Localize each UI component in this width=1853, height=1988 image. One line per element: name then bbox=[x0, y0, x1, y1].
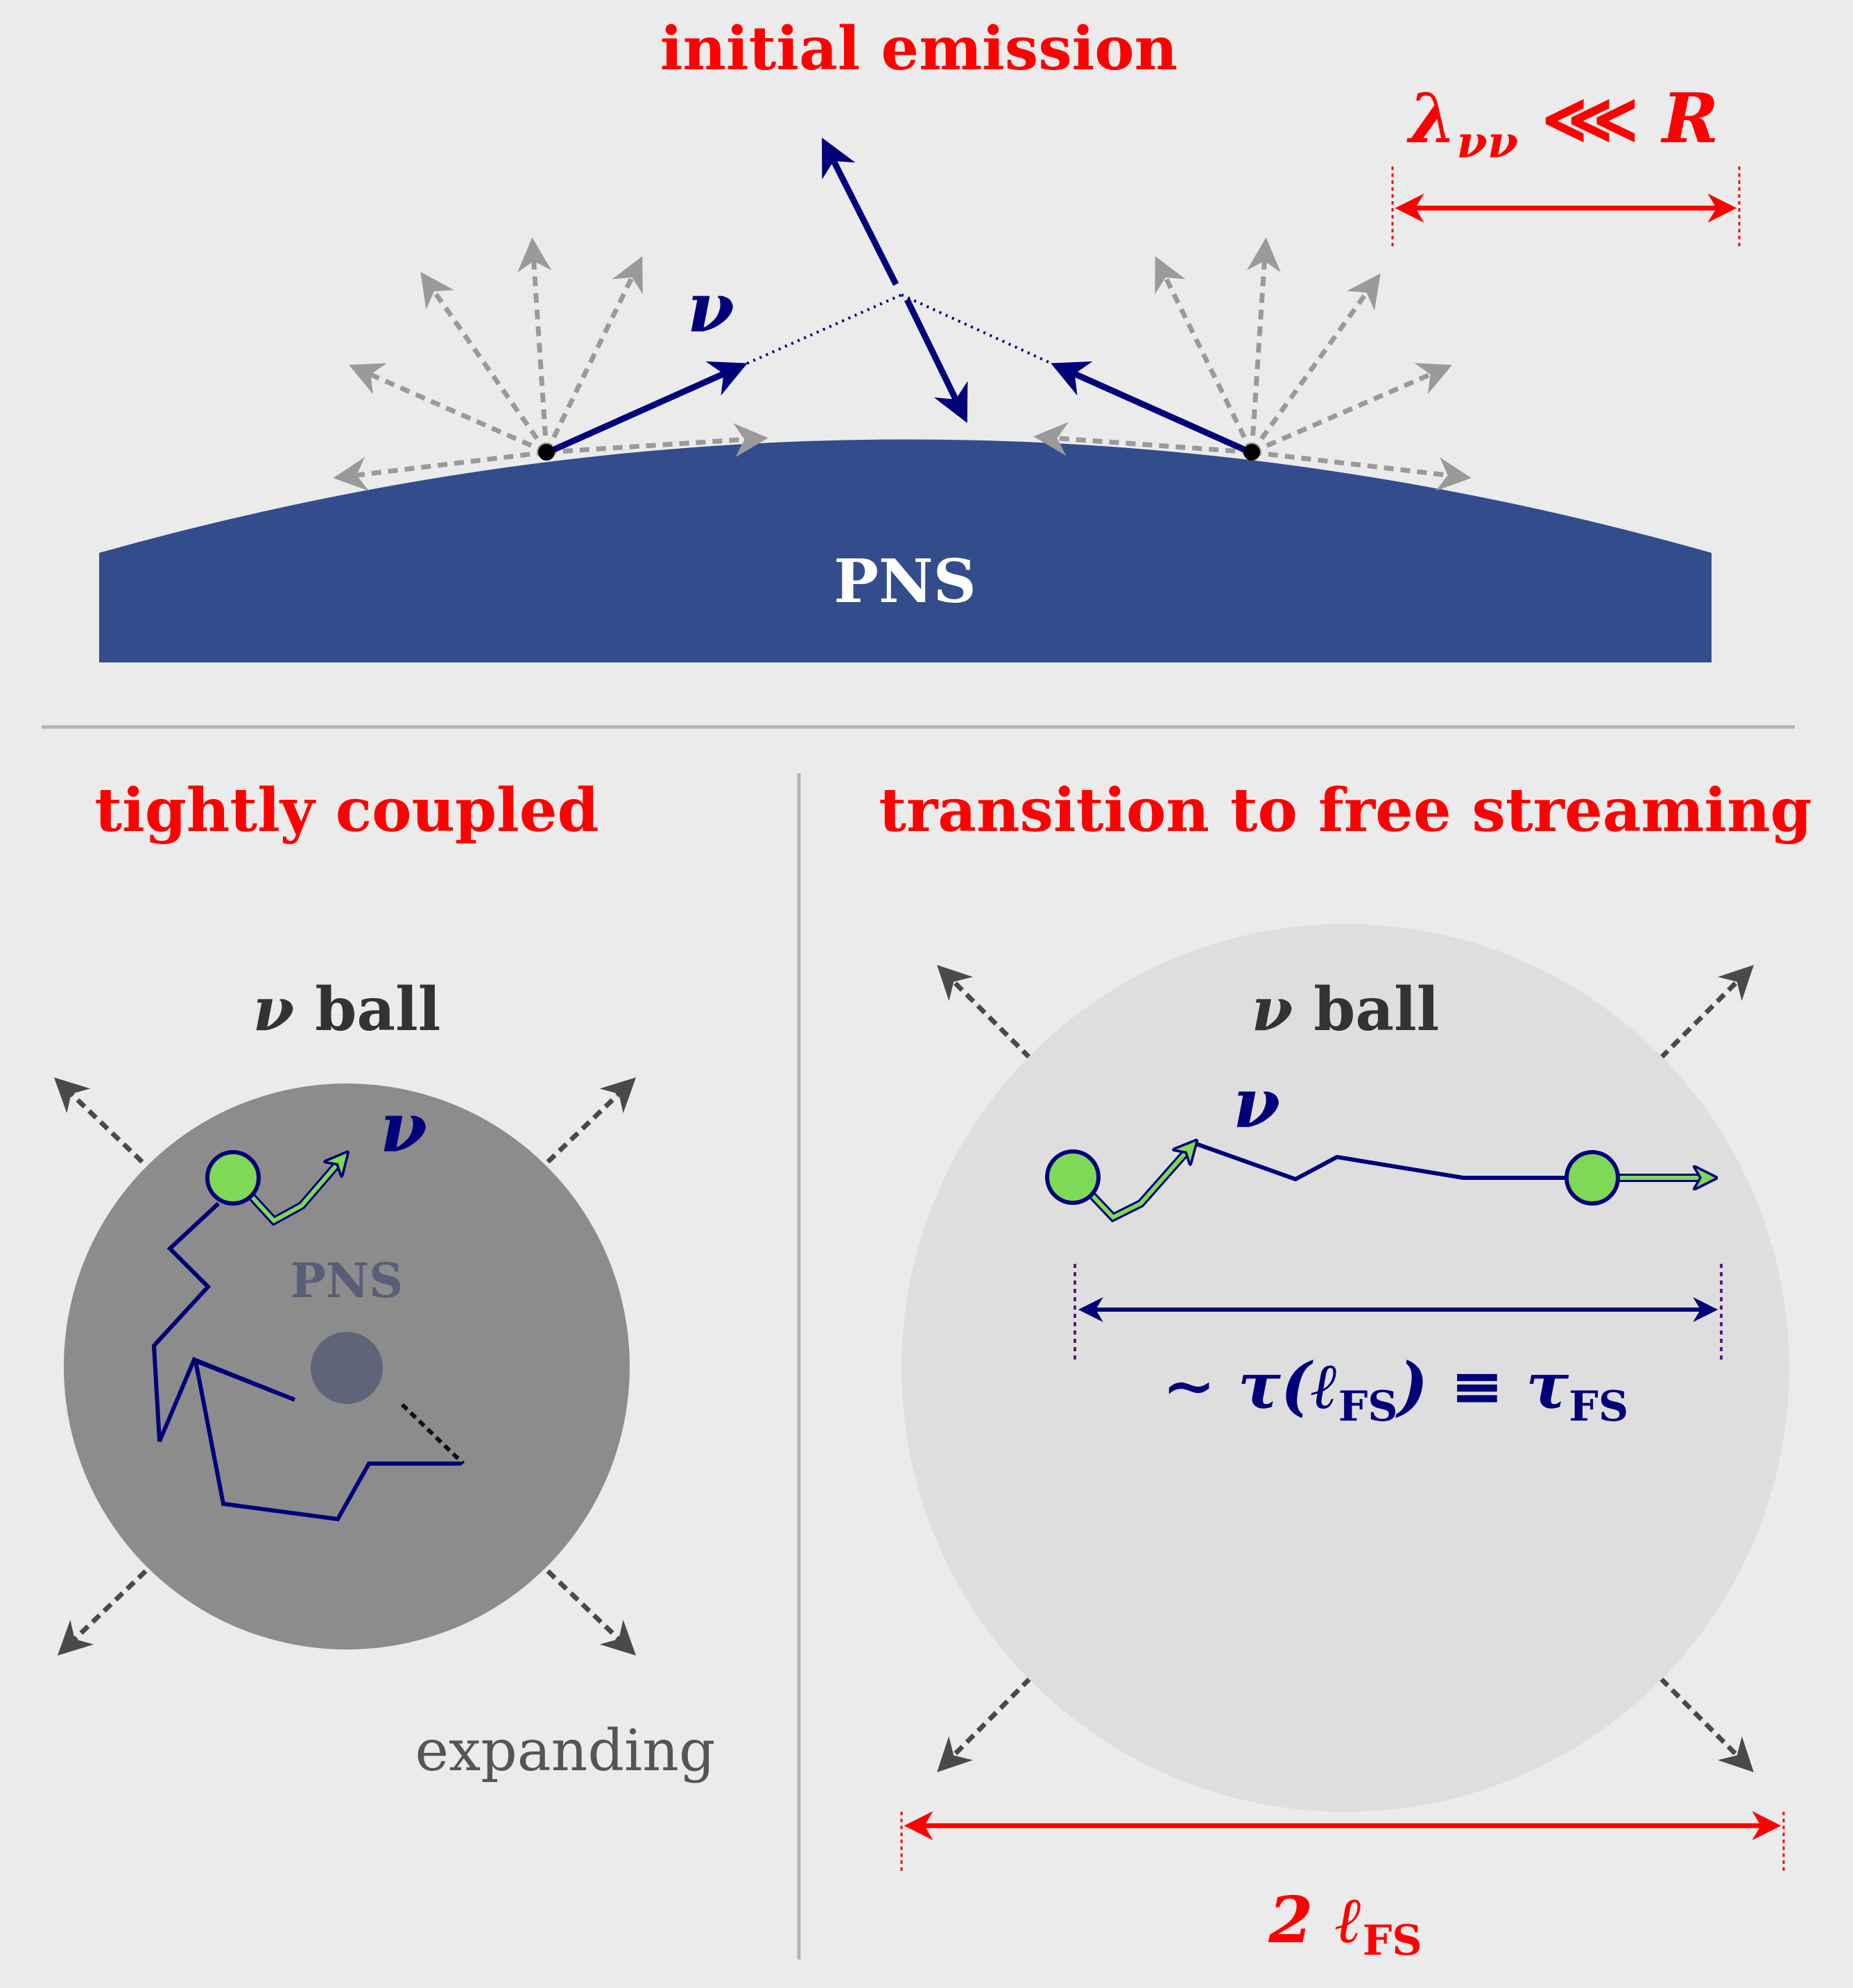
ball-nu-symbol-right: ν bbox=[1252, 975, 1293, 1045]
scattered-nu-down bbox=[904, 298, 968, 423]
nu-label-right: ν bbox=[1233, 1064, 1280, 1144]
ball-word-right: ball bbox=[1293, 975, 1439, 1045]
much-less-than: ⋘ bbox=[1518, 79, 1662, 159]
nu-label-top: ν bbox=[687, 268, 734, 348]
pns-label-top: PNS bbox=[834, 547, 976, 617]
emission-point-right bbox=[1243, 444, 1260, 461]
pns-label-left: PNS bbox=[291, 1253, 403, 1309]
tau-mid: ) ≡ τ bbox=[1395, 1348, 1569, 1423]
radius-dashed-line bbox=[400, 1403, 465, 1466]
neutrino-particle-start bbox=[1045, 1149, 1101, 1205]
nu-trajectory-right bbox=[901, 293, 1058, 368]
neutrino-particle-left bbox=[205, 1150, 261, 1206]
ball-nu-symbol-left: ν bbox=[253, 975, 295, 1045]
width-sub: FS bbox=[1363, 1917, 1422, 1965]
left-title: tightly coupled bbox=[94, 776, 598, 846]
width-prefix: 2 ℓ bbox=[1268, 1883, 1362, 1957]
pns-surface bbox=[99, 439, 1712, 662]
green-arrow-right-a-fill bbox=[1071, 1143, 1194, 1220]
emission-point-left bbox=[538, 444, 555, 461]
nu-arrow-right bbox=[1051, 361, 1252, 456]
green-arrow-left-fill bbox=[234, 1155, 345, 1224]
nu-ball-label-right: ν ball bbox=[1252, 975, 1440, 1045]
expansion-arrows-left bbox=[53, 1077, 637, 1656]
tau-fs-label: ∼ τ(ℓFS) ≡ τFS bbox=[1162, 1348, 1628, 1431]
mean-free-path-label: λνν ⋘ R bbox=[1406, 79, 1719, 169]
tau-sub-1: FS bbox=[1338, 1382, 1398, 1431]
lambda-symbol: λ bbox=[1406, 79, 1457, 159]
random-walk-path bbox=[151, 1201, 461, 1522]
tau-sub-2: FS bbox=[1569, 1382, 1628, 1431]
top-panel: initial emission λνν ⋘ R PNS bbox=[99, 14, 1741, 662]
neutrino-particle-end bbox=[1565, 1150, 1620, 1206]
width-label: 2 ℓFS bbox=[1268, 1883, 1422, 1965]
nu-label-left: ν bbox=[380, 1088, 427, 1168]
nu-ball-diffuse bbox=[902, 924, 1789, 1812]
nu-trajectory-left bbox=[740, 293, 902, 368]
free-streaming-path bbox=[1193, 1141, 1573, 1182]
tau-prefix: ∼ τ(ℓ bbox=[1162, 1348, 1338, 1423]
radius-symbol: R bbox=[1660, 79, 1718, 159]
right-title: transition to free streaming bbox=[879, 776, 1812, 846]
emission-fan-right bbox=[1033, 237, 1472, 491]
ball-word-left: ball bbox=[294, 975, 440, 1045]
left-panel: tightly coupled ν ball PNS ν expanding bbox=[53, 776, 716, 1784]
nu-ball-label-left: ν ball bbox=[253, 975, 441, 1045]
lambda-subscript: νν bbox=[1456, 117, 1518, 169]
expanding-label: expanding bbox=[415, 1718, 716, 1784]
right-panel: transition to free streaming ν ball ν ∼ … bbox=[879, 776, 1812, 1965]
top-title: initial emission bbox=[660, 14, 1178, 84]
expansion-arrows-right bbox=[937, 965, 1754, 1772]
pns-core-left bbox=[311, 1332, 383, 1404]
emission-fan-left bbox=[333, 237, 768, 491]
scattered-nu-up bbox=[822, 137, 899, 286]
nu-arrow-left bbox=[546, 361, 748, 456]
